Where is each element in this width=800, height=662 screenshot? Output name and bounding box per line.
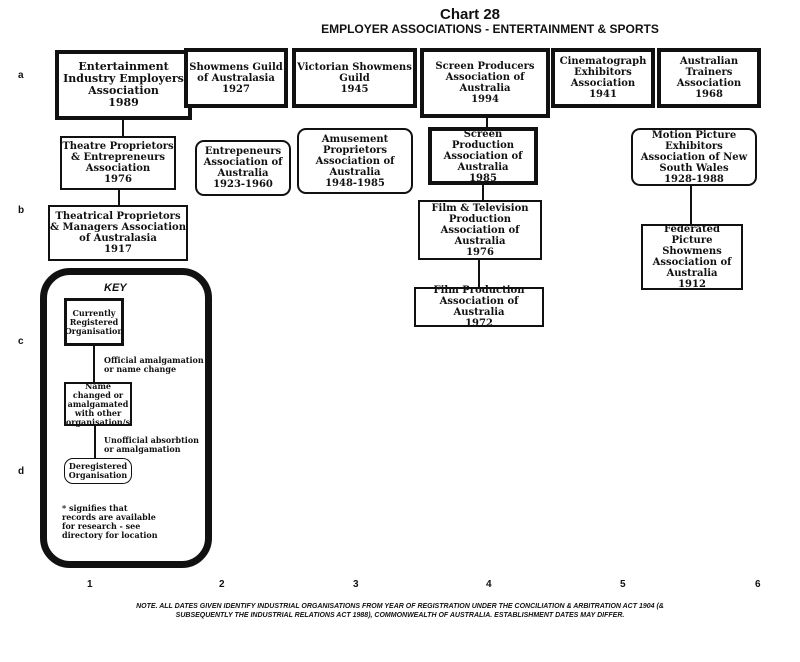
chart-number: Chart 28 xyxy=(439,6,501,23)
key-changed-text: Name changed or amalgamated with other o… xyxy=(65,380,131,427)
org-name: Film & Television Production Association… xyxy=(431,202,529,247)
org-victorian-showmens-guild: Victorian Showmens Guild 1945 xyxy=(292,48,417,108)
org-name: Theatre Proprietors & Entrepreneurs Asso… xyxy=(62,141,174,174)
org-federated-picture-showmens-association: Federated Picture Showmens Association o… xyxy=(641,224,743,290)
org-theatrical-proprietors-managers-association: Theatrical Proprietors & Managers Associ… xyxy=(48,205,188,261)
org-theatre-proprietors-entrepreneurs-association: Theatre Proprietors & Entrepreneurs Asso… xyxy=(60,136,176,190)
footnote-line-1: NOTE. ALL DATES GIVEN IDENTIFY INDUSTRIA… xyxy=(136,603,664,610)
row-label-a: a xyxy=(18,70,24,81)
org-name: Motion Picture Exhibitors Association of… xyxy=(640,129,748,174)
org-entrepeneurs-association-of-australia: Entrepeneurs Association of Australia 19… xyxy=(195,140,291,196)
key-deregistered-text: Deregistered Organisation xyxy=(68,461,128,480)
org-year: 1923-1960 xyxy=(213,179,273,190)
key-current-box: Currently Registered Organisation xyxy=(64,298,124,346)
org-name: Entrepeneurs Association of Australia xyxy=(203,146,283,179)
org-entertainment-industry-employers-association: Entertainment Industry Employers Associa… xyxy=(55,50,192,120)
org-screen-producers-association-of-australia: Screen Producers Association of Australi… xyxy=(420,48,550,118)
org-showmens-guild-of-australasia: Showmens Guild of Australasia 1927 xyxy=(184,48,288,108)
org-name: Showmens Guild of Australasia xyxy=(189,61,283,84)
org-year: 1941 xyxy=(589,89,617,100)
org-year: 1948-1985 xyxy=(325,177,385,189)
col-label-4: 4 xyxy=(486,579,492,590)
org-year: 1912 xyxy=(678,279,706,290)
org-name: Cinematograph Exhibitors Association xyxy=(559,56,647,89)
org-year: 1976 xyxy=(104,174,132,185)
footnote-line-2: SUBSEQUENTLY THE INDUSTRIAL RELATIONS AC… xyxy=(175,612,625,619)
org-name: Victorian Showmens Guild xyxy=(297,61,412,84)
key-title: KEY xyxy=(104,282,127,294)
org-year: 1928-1988 xyxy=(664,173,724,185)
org-film-television-production-association: Film & Television Production Association… xyxy=(418,200,542,260)
row-label-c: c xyxy=(18,336,24,347)
org-year: 1994 xyxy=(471,94,499,105)
key-unofficial-line xyxy=(94,426,96,458)
key-changed-box: Name changed or amalgamated with other o… xyxy=(64,380,132,427)
chart-title: EMPLOYER ASSOCIATIONS - ENTERTAINMENT & … xyxy=(321,22,659,36)
key-deregistered-box: Deregistered Organisation xyxy=(64,458,132,484)
link-mpea-fpsa xyxy=(690,186,692,224)
org-cinematograph-exhibitors-association: Cinematograph Exhibitors Association 194… xyxy=(551,48,655,108)
org-name: Entertainment Industry Employers Associa… xyxy=(63,60,184,97)
col-label-5: 5 xyxy=(620,579,626,590)
org-year: 1985 xyxy=(469,172,497,184)
org-name: Screen Production Association of Austral… xyxy=(443,128,523,173)
org-name: Film Production Association of Australia xyxy=(433,285,525,318)
link-ftpa-fpaa xyxy=(478,258,480,288)
link-spaa-spaa2 xyxy=(486,116,488,128)
row-label-b: b xyxy=(18,205,25,216)
link-spaa2-ftpa xyxy=(482,184,484,202)
key-records-note: * signifies that records are available f… xyxy=(62,503,158,540)
key-unofficial-text: Unofficial absorbtion or amalgamation xyxy=(104,435,199,454)
link-eiea-tpea xyxy=(122,118,124,136)
key-current-text: Currently Registered Organisation xyxy=(64,307,124,336)
link-tpea-tpma xyxy=(118,188,120,206)
org-screen-production-association-of-australia: Screen Production Association of Austral… xyxy=(428,127,538,185)
key-official-line xyxy=(93,346,95,382)
col-label-1: 1 xyxy=(87,579,93,590)
org-year: 1972 xyxy=(465,318,493,329)
org-amusement-proprietors-association-of-australia: Amusement Proprietors Association of Aus… xyxy=(297,128,413,194)
org-name: Theatrical Proprietors & Managers Associ… xyxy=(50,211,186,244)
org-name: Screen Producers Association of Australi… xyxy=(435,61,535,94)
org-name: Australian Trainers Association xyxy=(676,56,742,89)
org-year: 1989 xyxy=(108,96,139,109)
key-official-text: Official amalgamation or name change xyxy=(104,355,204,374)
org-australian-trainers-association: Australian Trainers Association 1968 xyxy=(657,48,761,108)
org-film-production-association-of-australia: Film Production Association of Australia… xyxy=(414,285,544,329)
org-name: Federated Picture Showmens Association o… xyxy=(652,224,732,279)
org-year: 1927 xyxy=(222,83,250,95)
org-motion-picture-exhibitors-association-nsw: Motion Picture Exhibitors Association of… xyxy=(631,128,757,186)
org-year: 1945 xyxy=(340,83,369,95)
org-year: 1968 xyxy=(695,89,723,100)
org-year: 1917 xyxy=(104,244,132,255)
col-label-3: 3 xyxy=(353,579,359,590)
row-label-d: d xyxy=(18,466,25,477)
col-label-6: 6 xyxy=(755,579,761,590)
col-label-2: 2 xyxy=(219,579,225,590)
org-year: 1976 xyxy=(466,246,494,258)
org-name: Amusement Proprietors Association of Aus… xyxy=(315,133,395,178)
